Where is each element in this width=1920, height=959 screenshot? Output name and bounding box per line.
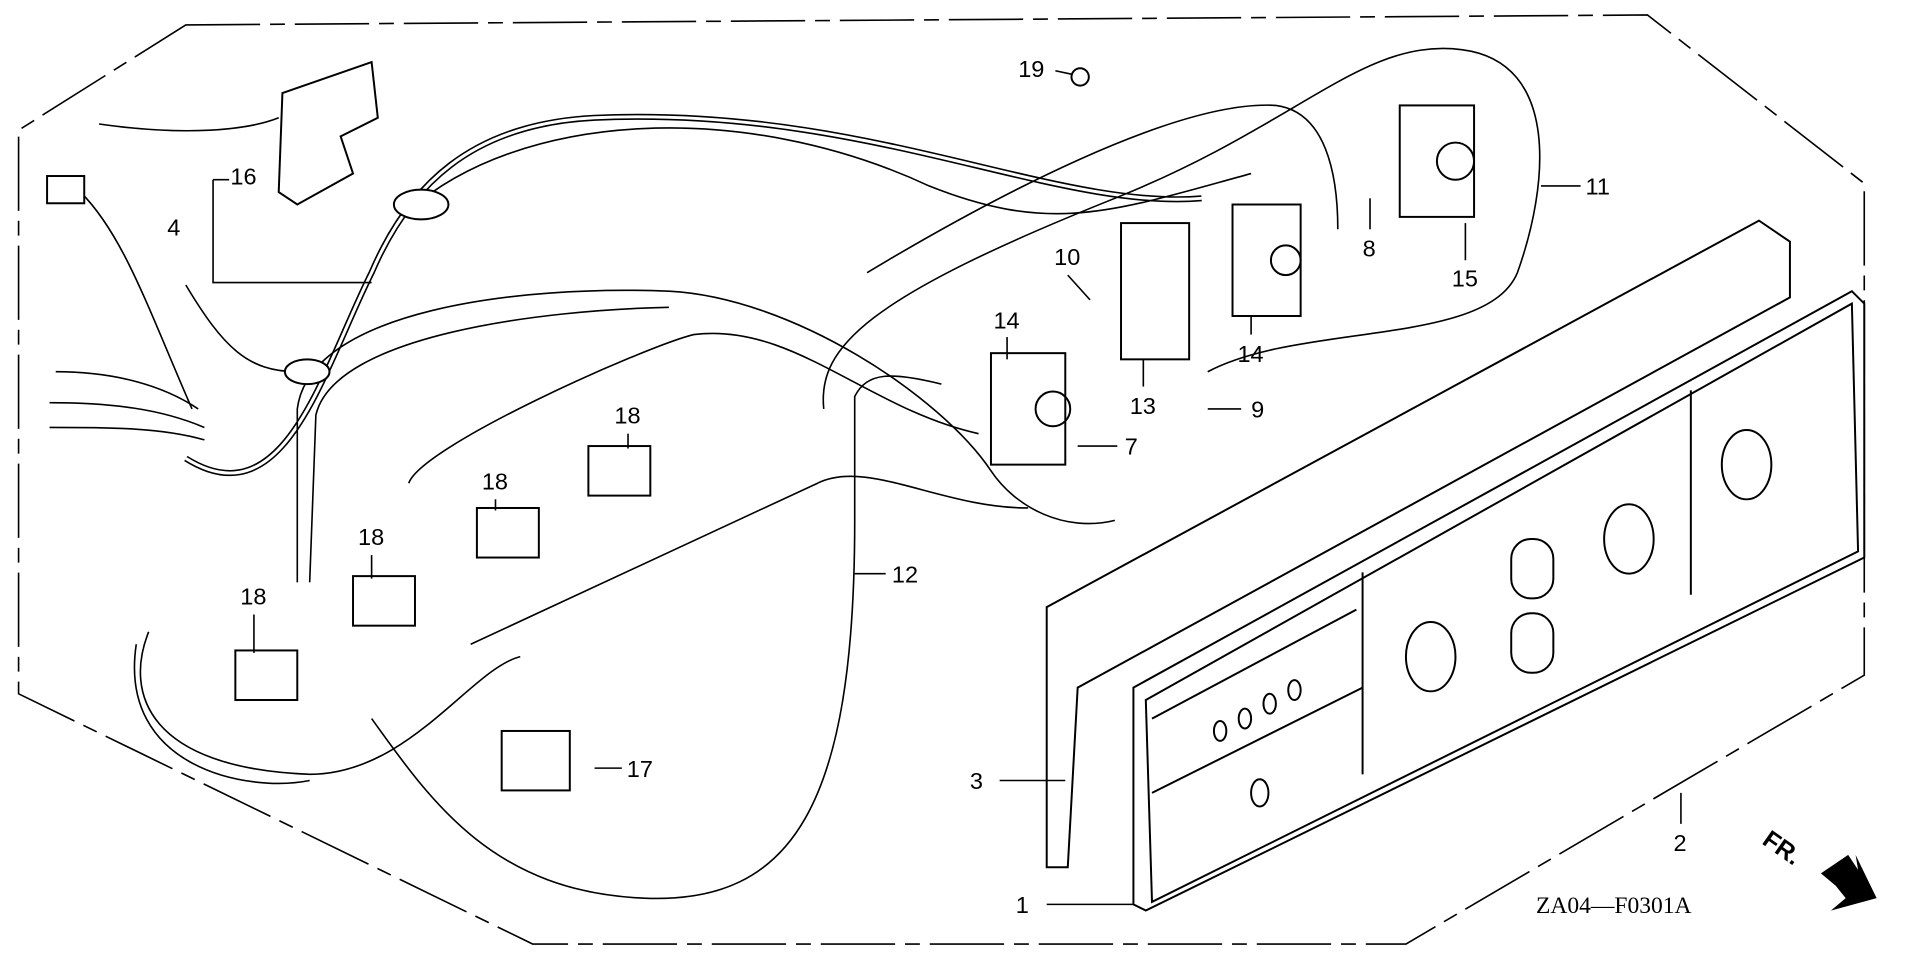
control-panel [1045, 219, 1866, 912]
front-arrow-icon [1820, 854, 1877, 911]
components [46, 60, 1476, 792]
callout-15: 15 [1452, 265, 1478, 291]
callout-16: 16 [230, 164, 256, 190]
callout-12: 12 [892, 561, 918, 587]
callout-18c: 18 [358, 524, 384, 550]
callout-8: 8 [1363, 236, 1376, 262]
wire-harness [49, 47, 1541, 900]
assembly-outline [17, 14, 1866, 945]
callout-4: 4 [167, 214, 180, 240]
callout-17: 17 [627, 756, 653, 782]
diagram-code: ZA04—F0301A [1536, 893, 1691, 919]
callout-7: 7 [1125, 434, 1138, 460]
callout-2: 2 [1673, 830, 1686, 856]
callout-14b: 14 [1237, 341, 1263, 367]
callout-13: 13 [1130, 393, 1156, 419]
callout-9: 9 [1251, 397, 1264, 423]
callout-19: 19 [1018, 56, 1044, 82]
callout-18a: 18 [614, 403, 640, 429]
callout-18b: 18 [482, 468, 508, 494]
front-label: FR. [1758, 826, 1806, 871]
callout-1: 1 [1016, 892, 1029, 918]
callout-14a: 14 [993, 307, 1019, 333]
callout-11: 11 [1586, 174, 1610, 200]
callout-18d: 18 [240, 584, 266, 610]
callout-leaders [212, 69, 1682, 906]
callout-3: 3 [970, 768, 983, 794]
front-direction-indicator: FR. [1758, 826, 1877, 911]
callout-10: 10 [1054, 244, 1080, 270]
